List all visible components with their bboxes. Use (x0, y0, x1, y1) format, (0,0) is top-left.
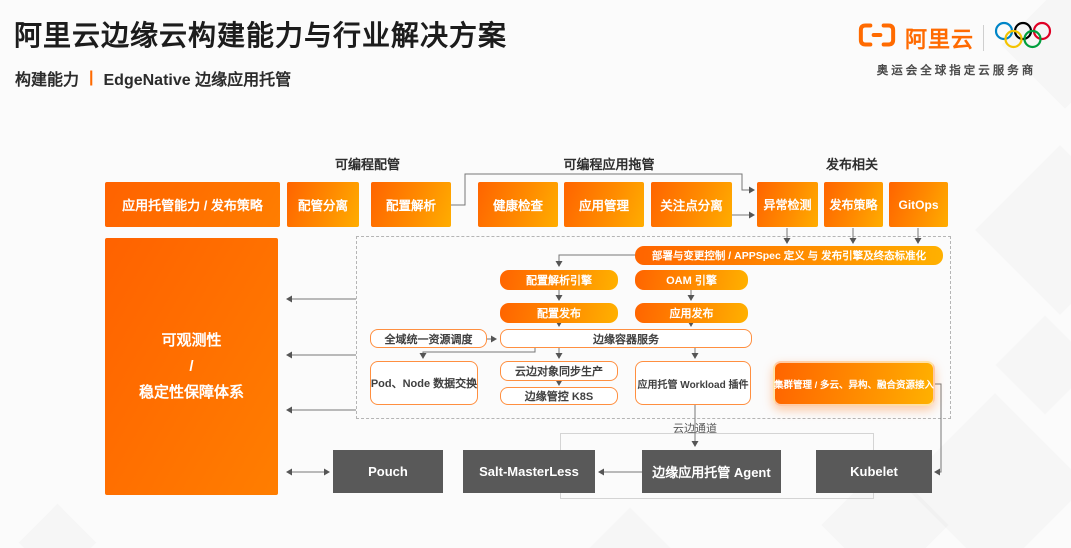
node-salt-masterless: Salt-MasterLess (463, 450, 595, 493)
node-config-separation: 配管分离 (287, 182, 359, 227)
node-cluster-management: 集群管理 / 多云、异构、融合资源接入 (773, 361, 935, 406)
node-release-strategy: 发布策略 (824, 182, 883, 227)
node-edge-container-service: 边缘容器服务 (500, 329, 752, 348)
decor-shape (18, 503, 97, 548)
node-observability: 可观测性 / 稳定性保障体系 (105, 238, 278, 495)
observability-line1: 可观测性 (161, 331, 222, 349)
brand-tagline: 奥运会全球指定云服务商 (876, 65, 1037, 77)
node-config-release: 配置发布 (500, 303, 618, 323)
node-pod-node-exchange: Pod、Node 数据交换 (370, 361, 478, 405)
inner-platform-container (356, 236, 951, 419)
node-config-parse-engine: 配置解析引擎 (500, 270, 618, 290)
brand-name: 阿里云 (904, 26, 974, 52)
brand-block: 阿里云 奥运会全球指定云服务商 (858, 20, 1055, 78)
node-config-parsing: 配置解析 (371, 182, 451, 227)
node-global-scheduling: 全域统一资源调度 (370, 329, 487, 348)
decor-shape (995, 315, 1071, 415)
page-subtitle: 构建能力 | EdgeNative 边缘应用托管 (15, 66, 291, 90)
alibaba-cloud-logo-icon (858, 22, 896, 53)
group-label-programmable-config: 可编程配管 (334, 157, 400, 172)
node-hosting-capability: 应用托管能力 / 发布策略 (105, 182, 280, 227)
group-label-release: 发布相关 (825, 157, 878, 172)
brand-separator (983, 24, 984, 51)
node-edge-agent: 边缘应用托管 Agent (642, 450, 781, 493)
subtitle-right: EdgeNative 边缘应用托管 (103, 72, 292, 89)
subtitle-divider: | (89, 69, 94, 86)
cloud-edge-channel-label: 云边通道 (673, 423, 717, 435)
node-anomaly-detection: 异常检测 (757, 182, 818, 227)
subtitle-left: 构建能力 (15, 72, 80, 89)
node-separation-of-concerns: 关注点分离 (651, 182, 732, 227)
observability-line3: 稳定性保障体系 (138, 383, 244, 401)
node-health-check: 健康检查 (478, 182, 558, 227)
olympic-rings-icon (993, 20, 1055, 55)
node-gitops: GitOps (889, 182, 948, 227)
node-app-management: 应用管理 (564, 182, 644, 227)
node-deploy-change-bar: 部署与变更控制 / APPSpec 定义 与 发布引擎及终态标准化 (635, 246, 943, 265)
observability-line2: / (189, 357, 194, 375)
node-workload-plugin: 应用托管 Workload 插件 (635, 361, 751, 405)
node-edge-k8s: 边缘管控 K8S (500, 387, 618, 405)
node-pouch: Pouch (333, 450, 443, 493)
node-cloud-edge-sync: 云边对象同步生产 (500, 361, 618, 381)
node-kubelet: Kubelet (816, 450, 932, 493)
decor-shape (975, 145, 1071, 315)
decor-shape (587, 507, 673, 548)
page-title: 阿里云边缘云构建能力与行业解决方案 (14, 20, 508, 51)
node-app-release: 应用发布 (635, 303, 748, 323)
group-label-programmable-app: 可编程应用拖管 (563, 157, 655, 172)
node-oam-engine: OAM 引擎 (635, 270, 748, 290)
